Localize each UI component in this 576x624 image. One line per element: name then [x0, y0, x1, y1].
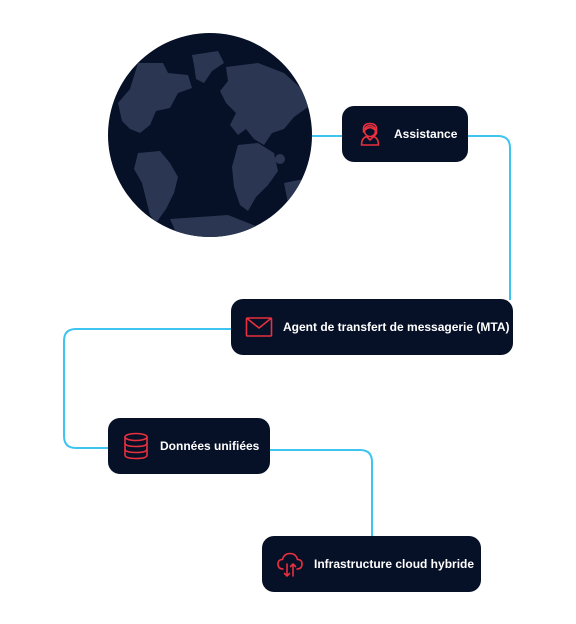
node-assistance: Assistance: [342, 106, 468, 162]
globe-icon: [108, 33, 312, 237]
node-cloud: Infrastructure cloud hybride: [262, 536, 481, 592]
node-data: Données unifiées: [108, 418, 270, 474]
node-label: Données unifiées: [160, 439, 260, 453]
connector-mta-data: [63, 328, 231, 449]
connector-data-cloud: [270, 449, 373, 536]
support-agent-icon: [356, 120, 384, 148]
database-icon: [122, 432, 150, 460]
node-label: Agent de transfert de messagerie (MTA): [283, 320, 510, 334]
connector-assistance-mta: [468, 135, 511, 300]
node-label: Assistance: [394, 127, 458, 141]
envelope-icon: [245, 313, 273, 341]
node-label: Infrastructure cloud hybride: [314, 557, 475, 571]
cloud-sync-icon: [276, 550, 304, 578]
node-mta: Agent de transfert de messagerie (MTA): [231, 299, 513, 355]
